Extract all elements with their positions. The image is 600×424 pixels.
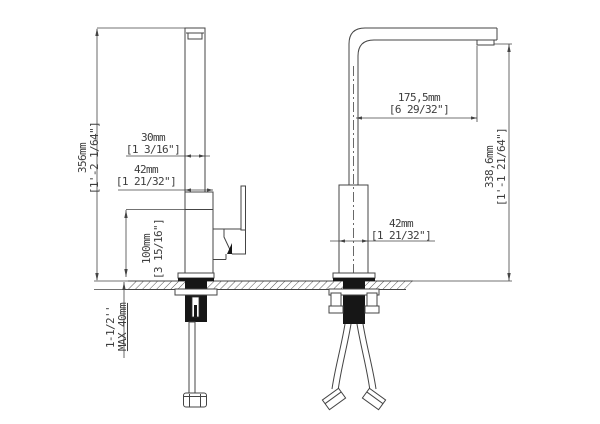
faucet-front-view (174, 27, 246, 408)
dim-side-body-width (330, 239, 435, 243)
label-spout-reach: 175,5mm [6 29/32"] (388, 91, 450, 116)
label-front-body-width: 42mm [1 21/32"] (115, 163, 177, 188)
hex-nut (183, 392, 207, 408)
handle-front (213, 185, 246, 260)
dim-spout-width (126, 154, 210, 158)
faucet-side-view (321, 27, 498, 411)
dim-spout-reach (356, 46, 478, 122)
label-side-body-width: 42mm [1 21/32"] (370, 217, 432, 242)
label-counter-hole: 1-1/2'' MAX 40mm (104, 302, 129, 352)
mounting-studs (328, 292, 380, 314)
label-side-height: 338,6mm [1'-1 21/64"] (483, 127, 508, 207)
dim-counter-thickness (122, 282, 126, 358)
supply-hoses (321, 323, 387, 411)
dim-front-height (95, 27, 185, 281)
dim-front-body-width (118, 188, 213, 192)
dim-side-height (494, 43, 512, 281)
label-front-height: 356mm [1'-2 1/64"] (76, 121, 101, 195)
label-base-height: 100mm [3 15/16"] (140, 218, 165, 280)
dimension-lines (95, 27, 512, 358)
label-spout-width: 30mm [1 3/16"] (125, 131, 181, 156)
dim-base-height (124, 209, 185, 277)
